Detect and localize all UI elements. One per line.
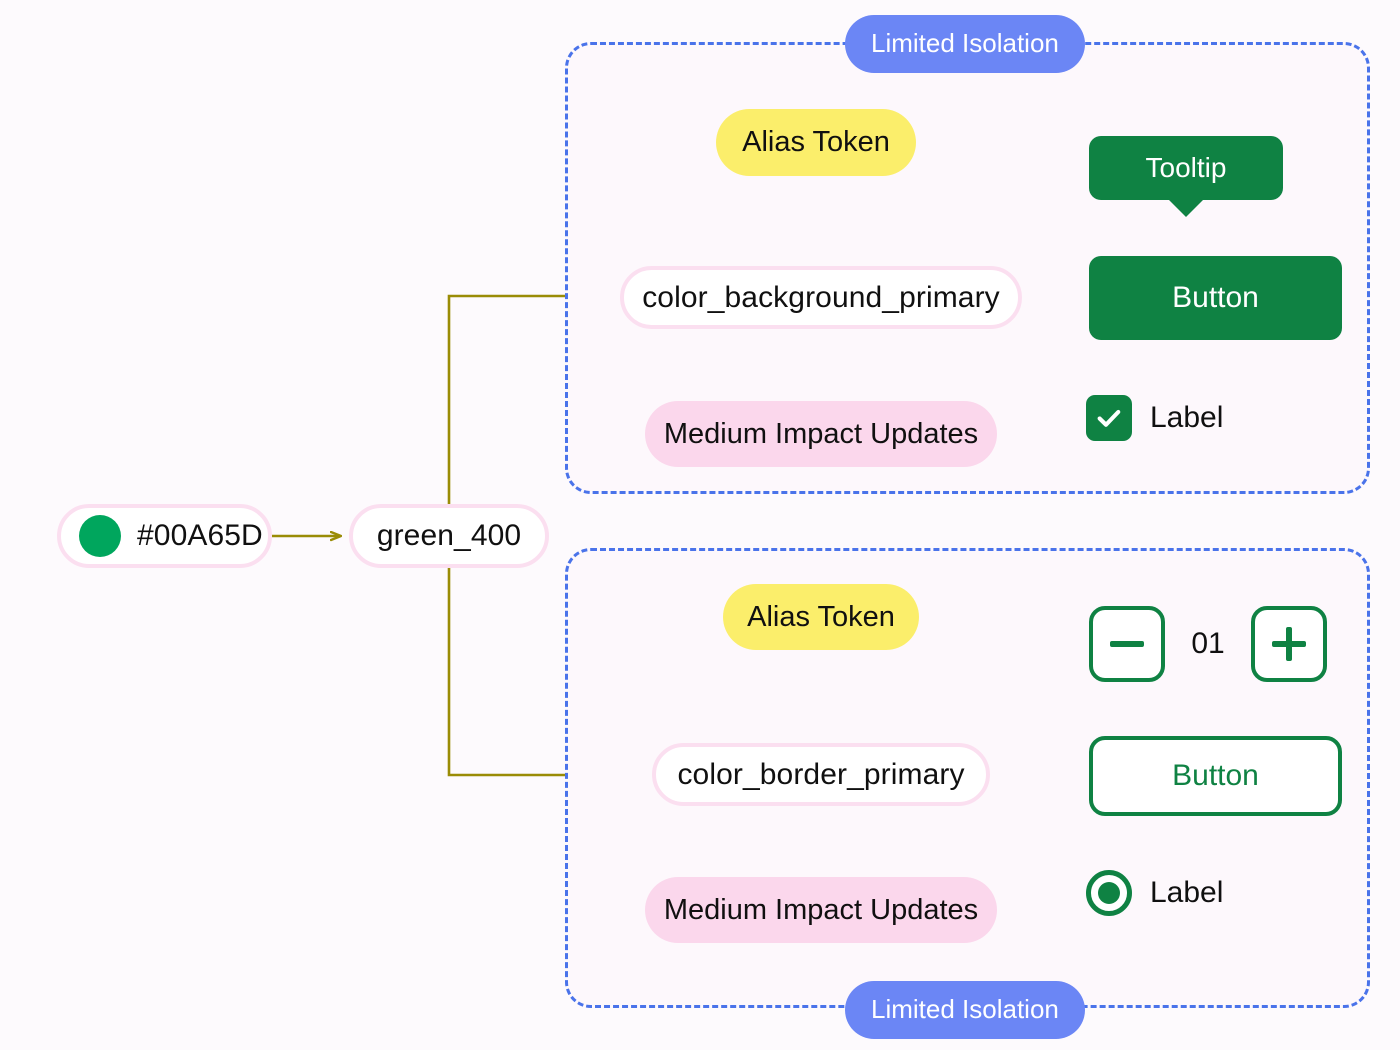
component-button-outline[interactable]: Button [1089, 736, 1342, 816]
radio-inner-dot [1098, 882, 1120, 904]
component-tooltip[interactable]: Tooltip [1089, 136, 1283, 217]
color-hex-label: #00A65D [137, 519, 263, 552]
impact-badge-upper: Medium Impact Updates [645, 401, 997, 467]
isolation-badge-top: Limited Isolation [845, 15, 1085, 73]
checkbox-label: Label [1150, 401, 1224, 434]
token-node-label: color_border_primary [677, 757, 965, 791]
tooltip-body: Tooltip [1089, 136, 1283, 200]
stepper-value: 01 [1191, 627, 1225, 660]
button-filled-label: Button [1089, 256, 1342, 340]
plus-icon [1272, 627, 1306, 661]
primitive-token-label: green_400 [376, 519, 522, 552]
button-outline-label: Button [1089, 736, 1342, 816]
alias-token-badge-lower: Alias Token [723, 584, 919, 650]
color-swatch-icon [79, 515, 121, 557]
stepper-plus-button[interactable] [1251, 606, 1327, 682]
radio-selected-icon[interactable] [1086, 870, 1132, 916]
radio-label: Label [1150, 876, 1224, 909]
isolation-badge-bottom: Limited Isolation [845, 981, 1085, 1039]
token-node-label: color_background_primary [642, 280, 1000, 314]
minus-icon [1110, 627, 1144, 661]
component-button-filled[interactable]: Button [1089, 256, 1342, 340]
checkbox-checked-icon[interactable] [1086, 395, 1132, 441]
impact-badge-lower: Medium Impact Updates [645, 877, 997, 943]
component-checkbox[interactable]: Label [1086, 395, 1223, 441]
component-stepper[interactable]: 01 [1089, 606, 1327, 682]
token-node-color-border-primary[interactable]: color_border_primary [652, 743, 990, 806]
alias-token-badge-upper: Alias Token [716, 109, 916, 176]
primitive-token-node[interactable]: green_400 [349, 504, 549, 568]
color-swatch-node[interactable]: #00A65D [57, 504, 272, 568]
tooltip-tail-icon [1168, 199, 1204, 217]
component-radio[interactable]: Label [1086, 870, 1223, 916]
stepper-minus-button[interactable] [1089, 606, 1165, 682]
token-node-color-background-primary[interactable]: color_background_primary [620, 266, 1022, 329]
